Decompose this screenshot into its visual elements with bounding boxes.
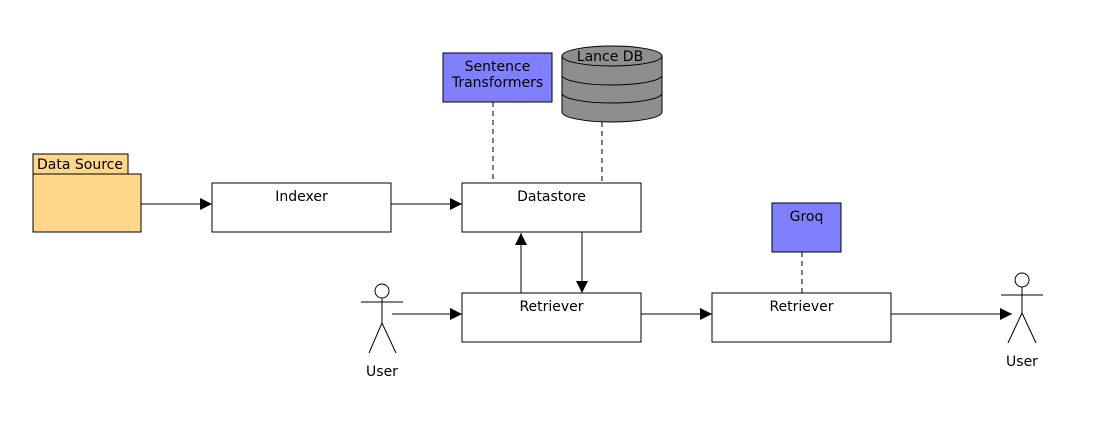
- retriever-left-label: Retriever: [519, 299, 583, 315]
- retriever-left-box: Retriever: [461, 292, 642, 343]
- data-source-folder: Data Source: [32, 153, 142, 233]
- datastore-label: Datastore: [517, 189, 586, 205]
- groq-box: Groq: [771, 202, 842, 253]
- sentence-transformers-label-line1: Sentence: [465, 59, 531, 75]
- groq-label: Groq: [790, 209, 824, 225]
- sentence-transformers-label-line2: Transformers: [451, 75, 543, 91]
- user-left-label: User: [366, 364, 398, 380]
- data-source-label: Data Source: [37, 157, 123, 173]
- user-left-actor-icon: [361, 283, 403, 354]
- lance-db-database-icon: Lance DB: [561, 45, 663, 123]
- user-right-label: User: [1006, 354, 1038, 370]
- lance-db-label: Lance DB: [577, 49, 643, 65]
- datastore-box: Datastore: [461, 182, 642, 233]
- retriever-right-box: Retriever: [711, 292, 892, 343]
- indexer-box: Indexer: [211, 182, 392, 233]
- sentence-transformers-box: Sentence Transformers: [442, 52, 553, 103]
- indexer-label: Indexer: [275, 189, 328, 205]
- retriever-right-label: Retriever: [769, 299, 833, 315]
- user-right-actor-icon: [1001, 272, 1043, 344]
